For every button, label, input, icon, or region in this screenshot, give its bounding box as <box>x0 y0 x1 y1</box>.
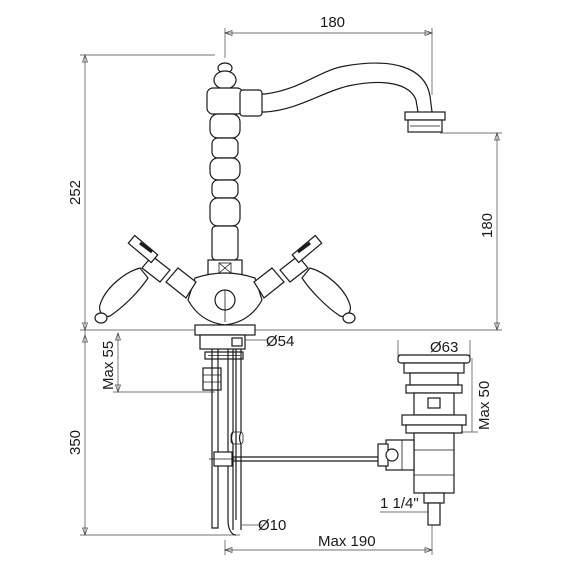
label-max-thickness: Max 55 <box>100 341 117 390</box>
under-deck-fittings <box>199 334 385 536</box>
label-thread: 1 1/4" <box>380 495 419 512</box>
label-spout-reach: 180 <box>320 14 345 31</box>
dim-max-190 <box>223 505 434 555</box>
dim-spout-reach <box>223 28 434 95</box>
dim-spout-height <box>440 131 502 332</box>
left-handle <box>94 234 197 324</box>
label-pipe-diameter: Ø10 <box>258 517 286 534</box>
dim-below-length <box>80 330 240 537</box>
pop-up-waste <box>377 354 471 526</box>
label-waste-diameter: Ø63 <box>430 339 458 356</box>
right-handle <box>253 234 356 324</box>
label-spout-height: 180 <box>479 213 496 238</box>
label-base-diameter: Ø54 <box>266 333 294 350</box>
dim-max-thickness <box>113 331 215 394</box>
label-waste-max: Max 50 <box>476 381 493 430</box>
faucet-spout <box>239 62 446 133</box>
label-total-height: 252 <box>67 180 84 205</box>
label-below-length: 350 <box>67 430 84 455</box>
label-max-190: Max 190 <box>318 533 376 550</box>
dim-total-height <box>80 53 215 332</box>
